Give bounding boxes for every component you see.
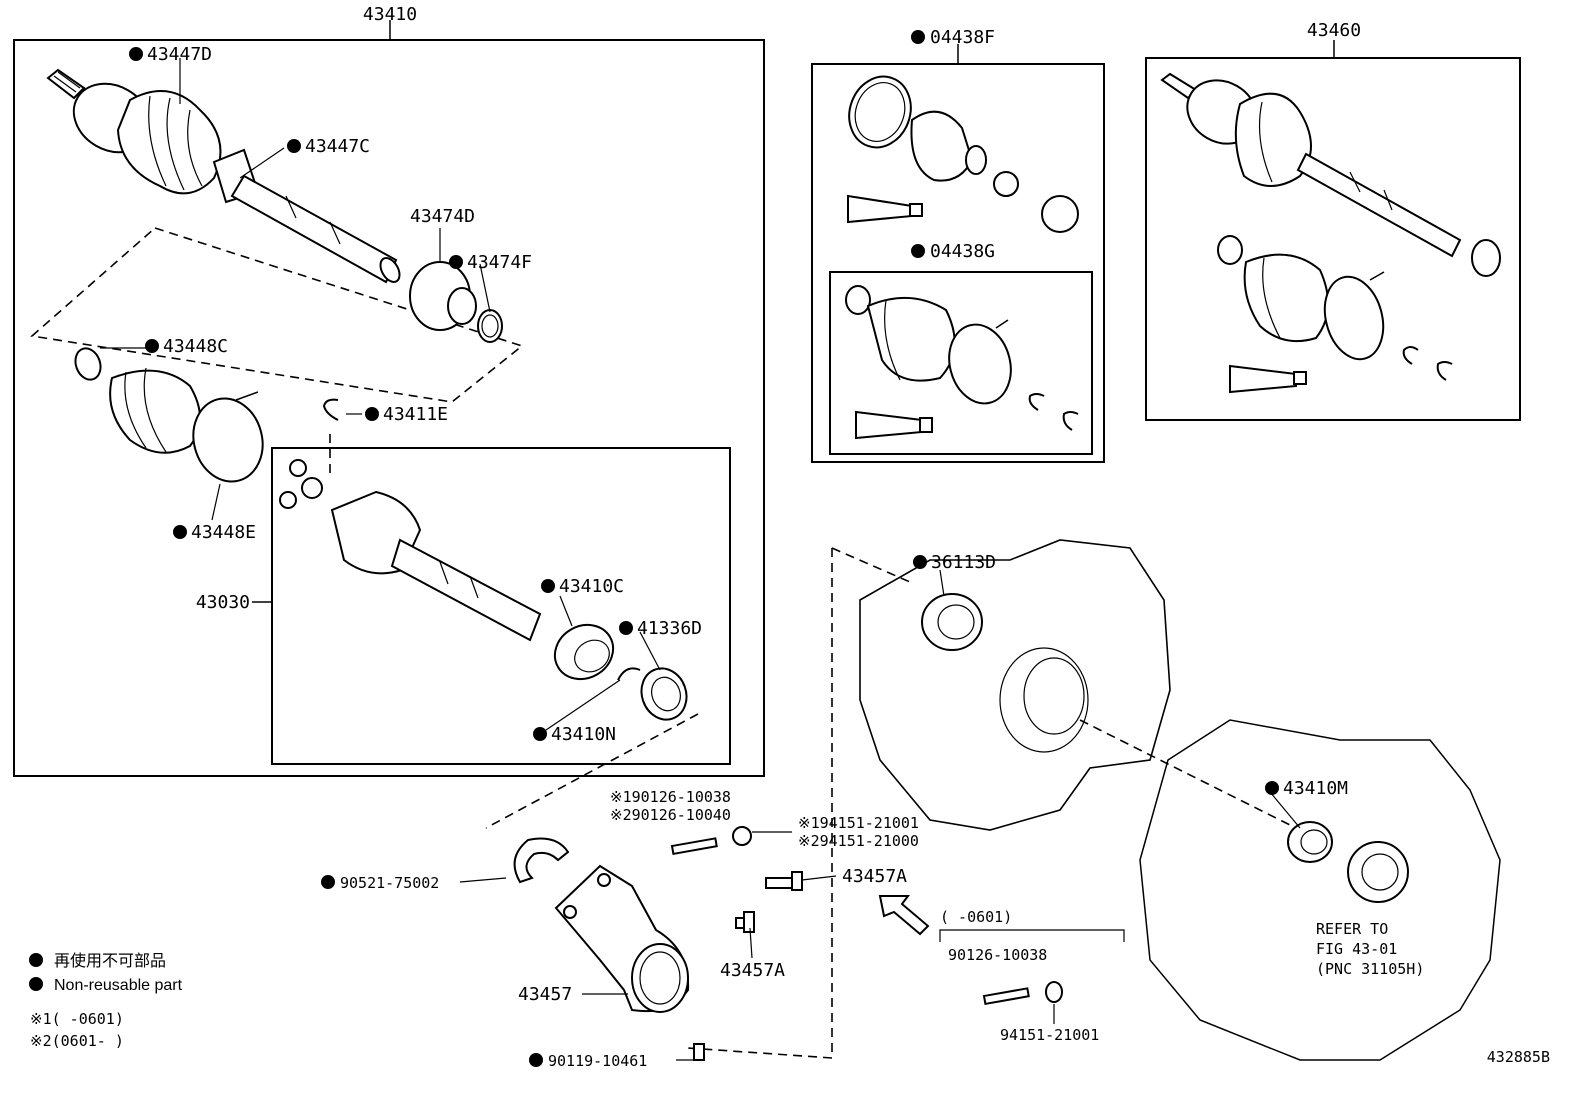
bearing-bracket-43457 [513,826,1063,1061]
part-43410N: 43410N [551,724,616,745]
bolt-variant-2: ※290126-10040 [610,806,731,824]
left-shaft-assembly-box: 43410 [13,4,765,777]
part-36113D: 36113D [931,552,996,573]
part-43410C: 43410C [559,576,624,597]
part-90521-75002: 90521-75002 [340,874,439,892]
part-43410M: 43410M [1283,778,1348,799]
part-43457A-upper: 43457A [842,866,907,887]
part-90126-10038: 90126-10038 [948,946,1047,964]
legend-marker-jp [29,953,43,967]
nut-variant-1: ※194151-21001 [798,814,919,832]
boot-kit-inner-label: 04438G [930,241,995,262]
part-43411E: 43411E [383,404,448,425]
bolt-variant-1: ※190126-10038 [610,788,731,806]
catalog-number: 432885B [1487,1048,1550,1066]
legend: 再使用不可部品 Non-reusable part ※1( -0601) ※2(… [29,952,183,1050]
legend-note-1: ※1( -0601) [30,1010,124,1028]
boot-kit-inner-box: 04438G [829,241,1093,455]
ring-43474F [477,309,503,343]
refer-line-1: REFER TO [1316,920,1388,938]
legend-en: Non-reusable part [54,977,183,994]
part-43474F: 43474F [467,252,532,273]
damper-43474D [409,261,477,331]
part-41336D: 41336D [637,618,702,639]
boot-kit-outer-box: 04438F [811,27,1105,463]
non-reusable-marker [911,244,925,258]
refer-line-2: FIG 43-01 [1316,940,1397,958]
snap-ring-43411E [322,398,339,421]
part-43448C: 43448C [163,336,228,357]
part-94151-21001: 94151-21001 [1000,1026,1099,1044]
part-43457: 43457 [518,984,572,1005]
inner-joint-43030 [279,459,688,721]
part-43457A-lower: 43457A [720,960,785,981]
dashed-guides [30,227,1301,1059]
right-shaft-parts [1160,72,1501,394]
left-shaft-assembly-label: 43410 [363,4,417,25]
inner-boot-43448 [74,347,264,483]
inner-joint-assembly-label: 43030 [196,592,250,613]
install-arrow [878,895,930,936]
inner-joint-assembly-box: 43030 [196,447,731,765]
legend-marker-en [29,977,43,991]
part-43474D: 43474D [410,206,475,227]
part-labels: 43447D 43447C 43474D 43474F 43448C 43448… [129,44,1550,1070]
legend-jp: 再使用不可部品 [54,952,166,970]
transaxle-housing-outline [859,539,1501,1061]
right-shaft-assembly-box: 43460 [1145,20,1521,421]
refer-line-3: (PNC 31105H) [1316,960,1424,978]
non-reusable-marker [911,30,925,44]
part-43447C: 43447C [305,136,370,157]
range-note: ( -0601) [940,908,1012,926]
part-43448E: 43448E [191,522,256,543]
leader-lines [100,58,1301,1061]
right-shaft-assembly-label: 43460 [1307,20,1361,41]
part-43447D: 43447D [147,44,212,65]
nut-variant-2: ※294151-21000 [798,832,919,850]
outer-cv-joint-shaft [46,68,401,284]
legend-note-2: ※2(0601- ) [30,1032,124,1050]
boot-kit-outer-label: 04438F [930,27,995,48]
boot-kit-outer-parts [845,75,1079,440]
part-90119-10461: 90119-10461 [548,1052,647,1070]
